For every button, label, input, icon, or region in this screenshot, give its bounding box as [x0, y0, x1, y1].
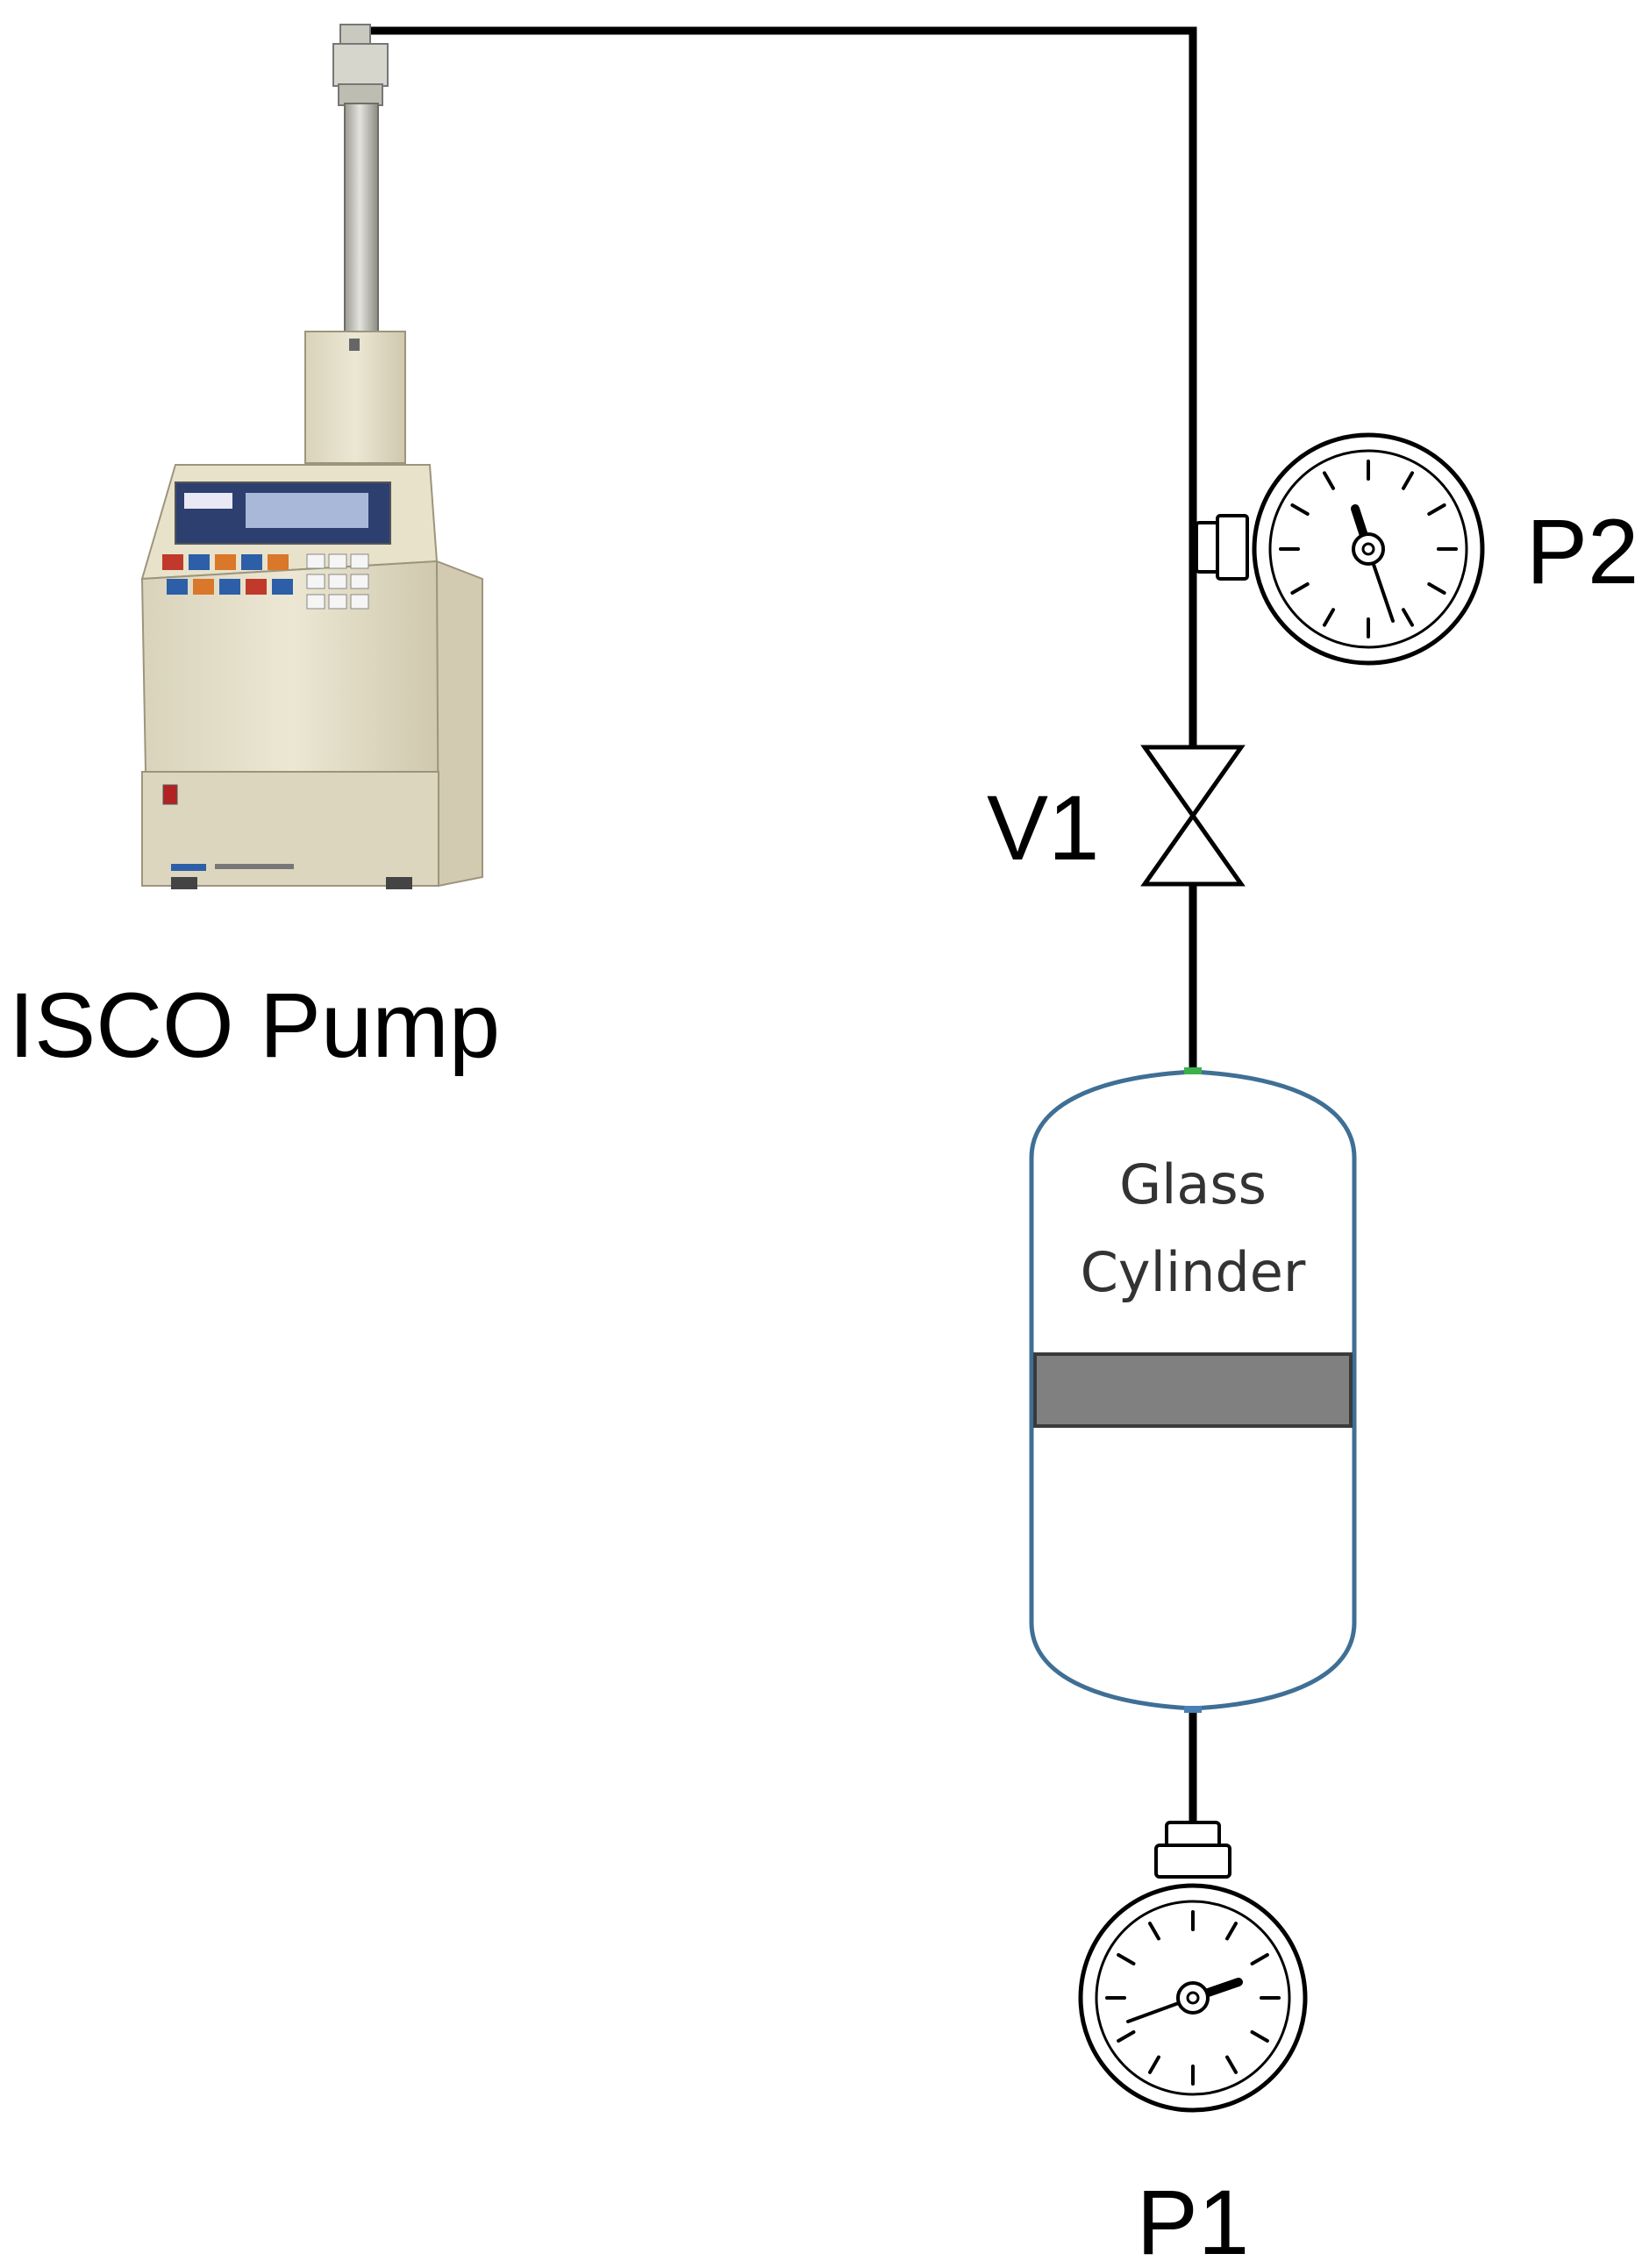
gauge-tick	[1402, 471, 1414, 490]
gauge-tick	[1427, 503, 1446, 516]
gauge-tick	[1323, 608, 1335, 627]
tubing	[357, 26, 1197, 1842]
glass-cylinder	[1029, 1067, 1357, 1713]
keypad	[162, 553, 369, 610]
label-isco-pump: ISCO Pump	[9, 974, 500, 1077]
label-p1: P1	[1137, 2172, 1249, 2268]
gauge-tick	[1290, 582, 1310, 595]
label-glass: Glass	[1119, 1152, 1267, 1216]
gauge-tick	[1323, 471, 1335, 490]
gauge-tick	[1225, 2055, 1238, 2074]
gauge-tick	[1250, 2030, 1269, 2043]
valve-v1	[1140, 745, 1246, 887]
label-cylinder: Cylinder	[1081, 1240, 1306, 1304]
gauge-tick	[1148, 2055, 1160, 2074]
gauge-tick	[1290, 503, 1310, 516]
gauge-tick	[1148, 1922, 1160, 1941]
isco-pump	[140, 24, 483, 889]
gauge-tick	[1117, 1953, 1136, 1965]
piston	[1033, 1352, 1353, 1428]
gauge-tick	[1225, 1922, 1238, 1941]
gauge-tick	[1250, 1953, 1269, 1965]
gauge-tick	[1402, 608, 1414, 627]
label-v1: V1	[987, 777, 1099, 880]
pressure-gauge-p1	[1078, 1821, 1308, 2113]
gauge-tick	[1427, 582, 1446, 595]
tube-pump-to-valve	[357, 26, 1197, 752]
label-p2: P2	[1526, 501, 1638, 603]
gauge-tick	[1117, 2030, 1136, 2043]
pressure-gauge-p2	[1195, 432, 1485, 666]
